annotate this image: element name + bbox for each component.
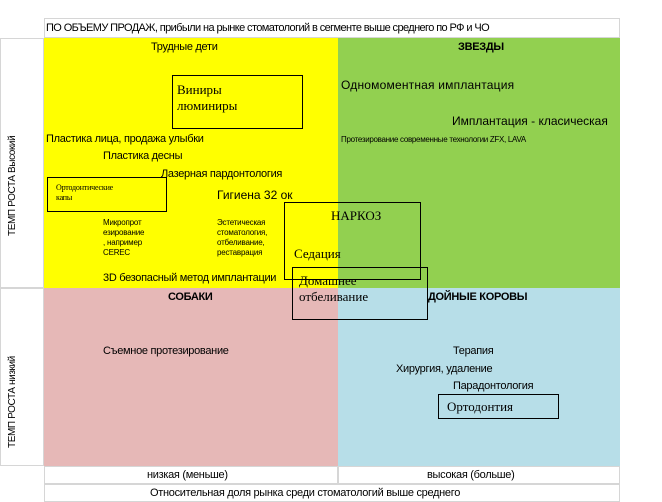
periodontology-label: Парадонтология [453, 380, 534, 392]
ortho-caps-label: Ортодонтические капы [56, 183, 114, 202]
cash-cows-header: ДОЙНЫЕ КОРОВЫ [428, 291, 528, 303]
veneers-box [172, 75, 303, 129]
sedation-label: Седация [294, 246, 341, 261]
dogs-header: СОБАКИ [168, 291, 213, 303]
instant-implant-label: Одномоментная имплантация [341, 78, 515, 92]
orthodontics-box [438, 394, 559, 419]
veneers-label: Виниры люминиры [177, 82, 238, 113]
ortho-caps-box [47, 177, 167, 212]
title-cell [44, 18, 620, 38]
orthodontics-label: Ортодонтия [447, 399, 514, 414]
quadrant-stars [338, 38, 620, 288]
anesthesia-label: НАРКОЗ [331, 208, 382, 223]
x-axis-low-cell [44, 466, 338, 484]
quadrant-problem-children [44, 38, 338, 288]
quadrant-cash-cows [338, 288, 620, 466]
x-axis-low-label: низкая (меньше) [147, 469, 228, 481]
face-plastic-label: Пластика лица, продажа улыбки [46, 133, 204, 145]
modern-prosthetics-label: Протезирование современные технологии ZF… [341, 135, 526, 144]
home-whitening-box [292, 267, 428, 320]
anesthesia-box [284, 202, 421, 280]
gum-plastic-label: Пластика десны [103, 150, 183, 162]
y-axis-low-cell [0, 288, 44, 466]
home-whitening-label: Домашнее отбеливание [299, 273, 369, 304]
classic-implant-label: Имплантация - класическая [452, 114, 608, 128]
y-axis-low-label: ТЕМП РОСТА низкий [7, 356, 18, 448]
removable-prosthetics-label: Съемное протезирование [103, 345, 229, 357]
hygiene-label: Гигиена 32 ок [217, 188, 293, 202]
microprosthetics-label: Микропрот езирование , например CEREC [103, 218, 145, 257]
aesthetic-label: Эстетическая стоматология, отбеливание, … [217, 218, 268, 257]
x-axis-high-cell [338, 466, 620, 484]
laser-perio-label: Лазерная пардонтология [161, 168, 283, 180]
y-axis-high-label: ТЕМП РОСТА Высокий [7, 135, 18, 236]
problem-children-header: Трудные дети [151, 41, 218, 53]
y-axis-high-cell [0, 38, 44, 288]
x-axis-high-label: высокая (больше) [427, 469, 515, 481]
stars-header: ЗВЕЗДЫ [458, 41, 504, 53]
matrix-title: ПО ОБЪЕМУ ПРОДАЖ, прибыли на рынке стома… [46, 22, 490, 34]
surgery-label: Хирургия, удаление [396, 363, 493, 375]
quadrant-dogs [44, 288, 338, 466]
therapy-label: Терапия [453, 345, 494, 357]
implant-3d-label: 3D безопасный метод имплантации [103, 272, 277, 284]
x-axis-title: Относительная доля рынка среди стоматоло… [150, 487, 461, 499]
